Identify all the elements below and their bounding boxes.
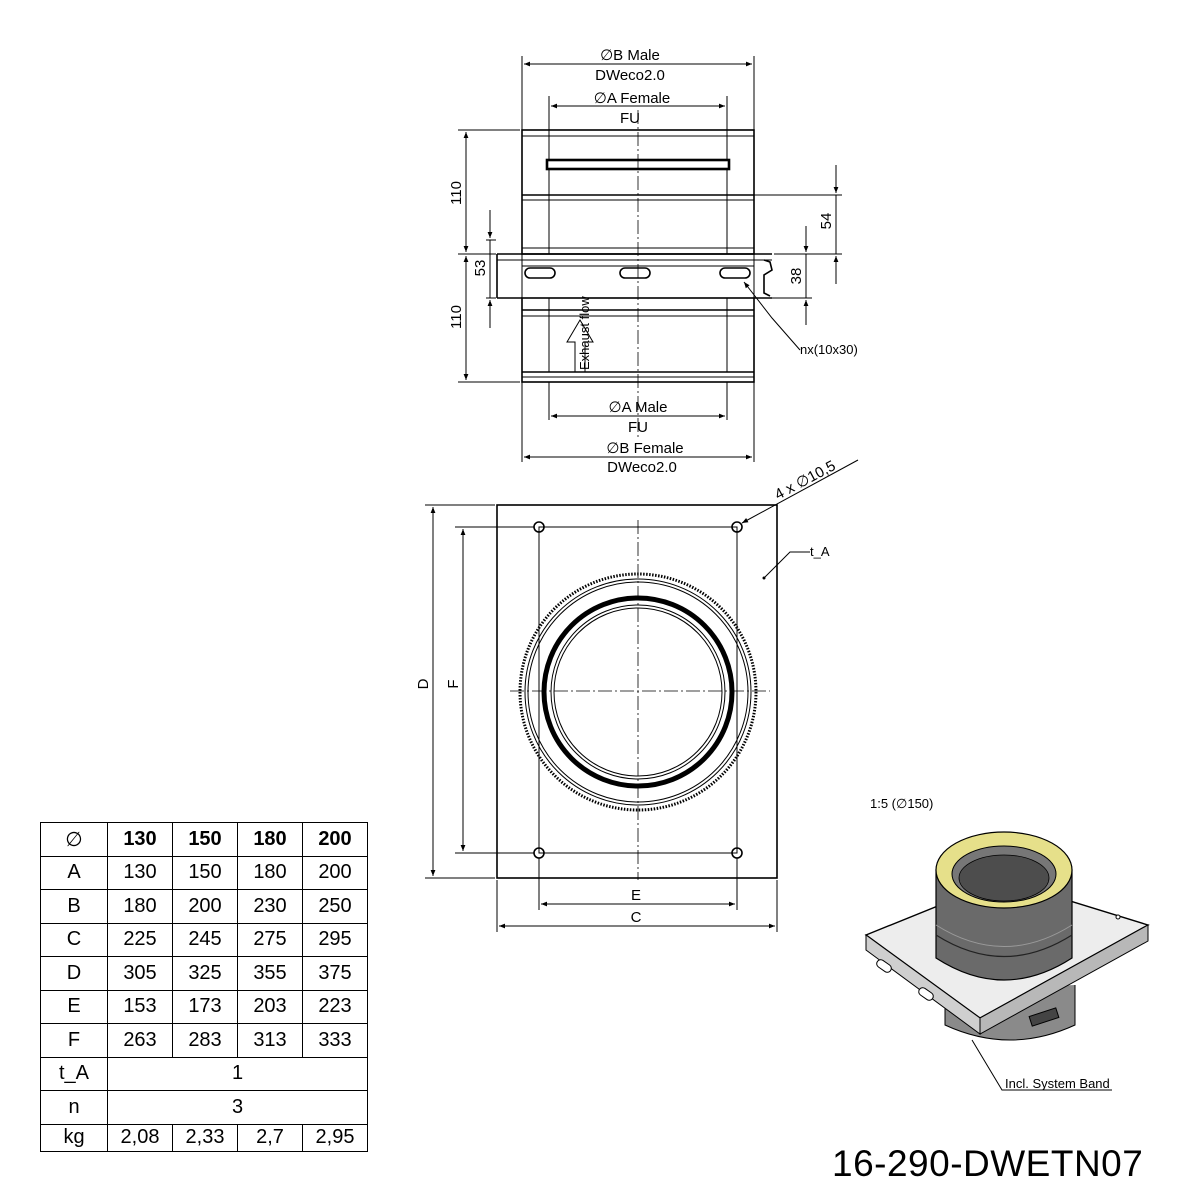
side-view: ∅B Male DWeco2.0 ∅A Female FU (448, 47, 858, 476)
table-cell: D (40, 956, 108, 991)
thickness-label: t_A (810, 544, 830, 559)
table-row: kg 2,08 2,33 2,7 2,95 (40, 1123, 368, 1152)
table-cell: 333 (302, 1023, 368, 1058)
mount-hole (731, 521, 743, 533)
table-cell: 150 (172, 855, 238, 890)
table-cell: t_A (40, 1056, 108, 1091)
table-cell: 313 (237, 1023, 303, 1058)
table-cell: 180 (107, 889, 173, 924)
table-row: F 263 283 313 333 (40, 1023, 368, 1058)
table-row: t_A 1 (40, 1056, 368, 1091)
dim-a-male-sub: FU (628, 419, 648, 436)
table-header-cell: 150 (172, 822, 238, 857)
dim-a-female-sub: FU (620, 110, 640, 127)
holes-label: 4 x ∅10,5 (772, 457, 839, 503)
table-cell: 3 (107, 1090, 368, 1125)
spec-table: ∅ 130 150 180 200 A 130 150 180 200 B 18… (40, 822, 368, 1152)
dim-e: E (631, 887, 641, 904)
table-header-row: ∅ 130 150 180 200 (40, 822, 368, 857)
dim-110-upper: 110 (448, 181, 465, 205)
dim-53: 53 (472, 260, 489, 277)
table-cell: 130 (107, 855, 173, 890)
table-row: E 153 173 203 223 (40, 989, 368, 1024)
table-cell: 2,08 (107, 1123, 173, 1152)
dim-38: 38 (788, 268, 805, 285)
table-header-cell: ∅ (40, 822, 108, 857)
table-cell: 263 (107, 1023, 173, 1058)
dim-b-male-sub: DWeco2.0 (595, 67, 665, 84)
table-cell: A (40, 855, 108, 890)
table-cell: n (40, 1090, 108, 1125)
table-cell: 225 (107, 922, 173, 957)
slot-label: nx(10x30) (800, 342, 858, 357)
table-cell: 325 (172, 956, 238, 991)
table-cell: 223 (302, 989, 368, 1024)
dim-54: 54 (818, 213, 835, 230)
table-cell: E (40, 989, 108, 1024)
plan-view: D F E C 4 x ∅10,5 t_A (415, 457, 859, 932)
band-label: Incl. System Band (1005, 1076, 1110, 1091)
part-code: 16-290-DWETN07 (832, 1143, 1144, 1184)
table-cell: 245 (172, 922, 238, 957)
dim-c: C (631, 909, 642, 926)
table-row: n 3 (40, 1090, 368, 1125)
table-header-cell: 130 (107, 822, 173, 857)
table-cell: 2,7 (237, 1123, 303, 1152)
table-row: A 130 150 180 200 (40, 855, 368, 890)
table-cell: 200 (172, 889, 238, 924)
table-cell: 173 (172, 989, 238, 1024)
table-cell: F (40, 1023, 108, 1058)
table-row: D 305 325 355 375 (40, 956, 368, 991)
dim-a-female: ∅A Female (594, 90, 670, 107)
table-cell: 230 (237, 889, 303, 924)
table-cell: 180 (237, 855, 303, 890)
table-cell: 375 (302, 956, 368, 991)
dim-b-male: ∅B Male (600, 47, 660, 64)
dim-f: F (445, 679, 462, 688)
dim-a-male: ∅A Male (609, 399, 668, 416)
table-cell: 305 (107, 956, 173, 991)
iso-view: 1:5 (∅150) Incl. System Band (864, 796, 1150, 1091)
table-cell: 250 (302, 889, 368, 924)
table-cell: 2,95 (302, 1123, 368, 1152)
table-cell: 2,33 (172, 1123, 238, 1152)
dim-b-female: ∅B Female (606, 440, 683, 457)
scale-label: 1:5 (∅150) (870, 796, 933, 811)
table-cell: 283 (172, 1023, 238, 1058)
table-cell: 355 (237, 956, 303, 991)
table-row: B 180 200 230 250 (40, 889, 368, 924)
table-header-cell: 200 (302, 822, 368, 857)
table-cell: 295 (302, 922, 368, 957)
table-row: C 225 245 275 295 (40, 922, 368, 957)
dim-110-lower: 110 (448, 305, 465, 329)
table-cell: B (40, 889, 108, 924)
table-cell: kg (40, 1123, 108, 1152)
dim-b-female-sub: DWeco2.0 (607, 459, 677, 476)
table-cell: 200 (302, 855, 368, 890)
table-cell: 1 (107, 1056, 368, 1091)
table-cell: 153 (107, 989, 173, 1024)
table-cell: 203 (237, 989, 303, 1024)
table-cell: C (40, 922, 108, 957)
flow-label: Exhaust flow (577, 296, 592, 370)
table-cell: 275 (237, 922, 303, 957)
table-header-cell: 180 (237, 822, 303, 857)
dim-d: D (415, 678, 432, 689)
